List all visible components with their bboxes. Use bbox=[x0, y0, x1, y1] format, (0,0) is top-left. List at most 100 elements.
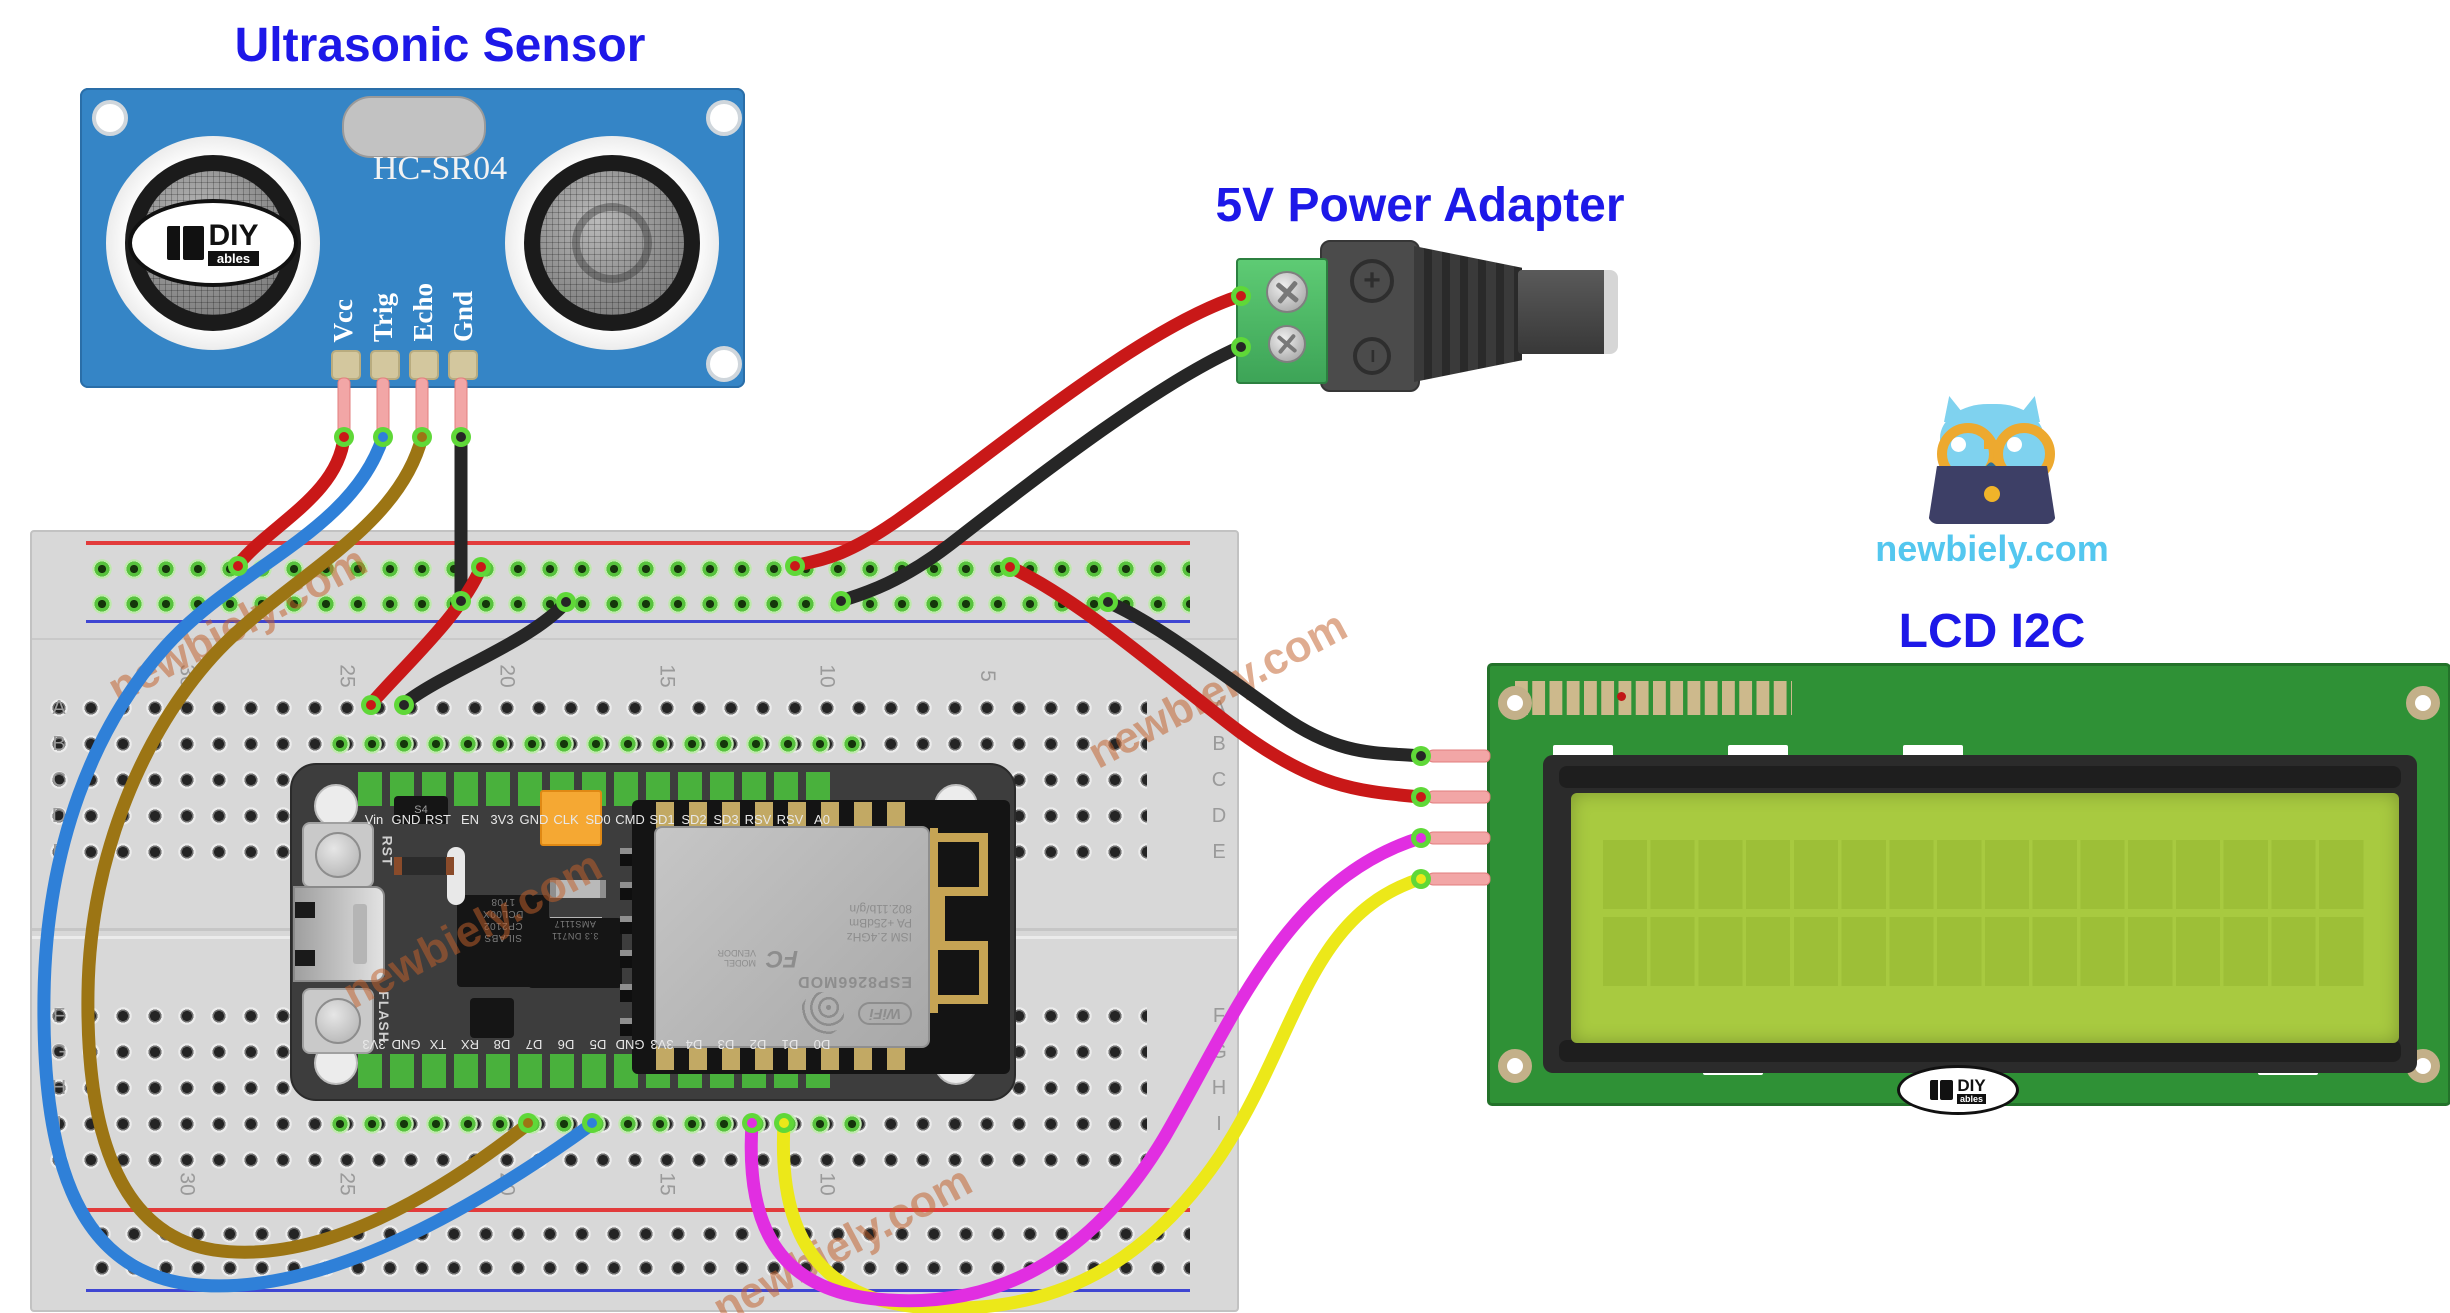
dot bbox=[451, 427, 471, 447]
lcd-screen bbox=[1571, 793, 2399, 1043]
chip-line: 3.3 DN711 bbox=[551, 931, 599, 941]
row-letter: E bbox=[1212, 841, 1226, 863]
column-number: 10 bbox=[815, 664, 839, 688]
row-letter: B bbox=[52, 733, 66, 755]
pin-label: SD1 bbox=[649, 812, 675, 827]
pin-label: CMD bbox=[615, 812, 645, 827]
pin-label: GND bbox=[615, 1037, 645, 1052]
castellated-pads-top bbox=[656, 802, 916, 828]
row-letter: A bbox=[52, 697, 66, 719]
lcd-bezel bbox=[1543, 755, 2417, 1073]
wifi-logo: WiFi bbox=[858, 1002, 912, 1026]
lcd-header-pads bbox=[1515, 681, 1792, 715]
crystal-oscillator bbox=[342, 96, 486, 158]
lcd-char-grid bbox=[1603, 840, 2367, 986]
dot bbox=[1411, 869, 1431, 889]
transducer-right bbox=[505, 136, 719, 350]
diyables-logo-lcd: DIY ables bbox=[1897, 1065, 2019, 1115]
row-letter: I bbox=[1216, 1113, 1222, 1135]
row-letter: I bbox=[56, 1113, 62, 1135]
strain-relief-ribs bbox=[1414, 246, 1522, 382]
pin-label: D0 bbox=[813, 1037, 831, 1052]
usb-pin bbox=[295, 950, 315, 966]
pin-label: GND bbox=[519, 812, 549, 827]
sensor-pin-pad bbox=[370, 350, 400, 380]
column-number: 10 bbox=[815, 1172, 839, 1196]
diyables-glyph bbox=[167, 226, 205, 260]
dot bbox=[373, 427, 393, 447]
pin-label: RSV bbox=[744, 812, 772, 827]
pin-label: D7 bbox=[525, 1037, 543, 1052]
row-letter: F bbox=[1212, 1005, 1226, 1027]
dot bbox=[412, 427, 432, 447]
dot bbox=[1411, 787, 1431, 807]
transistor-j3y bbox=[470, 998, 514, 1038]
reset-button-cap bbox=[315, 832, 361, 878]
rail-line-blue-bottom bbox=[86, 1289, 1190, 1292]
terminal-screw-minus bbox=[1268, 325, 1306, 363]
pin-label: RX bbox=[460, 1037, 480, 1052]
dot bbox=[1411, 746, 1431, 766]
esp-print: WiFi ESP8266MOD FC MODEL VENDOR ISM 2.4G… bbox=[662, 832, 918, 1038]
pin-leg bbox=[1427, 790, 1491, 804]
lcd-mount-hole bbox=[1498, 1049, 1532, 1083]
terminal-screw-plus bbox=[1266, 271, 1308, 313]
ultrasonic-title: Ultrasonic Sensor bbox=[234, 19, 646, 72]
pin-label: D5 bbox=[589, 1037, 607, 1052]
pin-label: EN bbox=[460, 812, 480, 827]
owl-eye-right bbox=[2007, 437, 2022, 452]
hole-row-a bbox=[43, 697, 1147, 719]
esp12-module-pcb: WiFi ESP8266MOD FC MODEL VENDOR ISM 2.4G… bbox=[632, 800, 1010, 1074]
hole-row-b-connected bbox=[324, 733, 868, 755]
diyables-glyph bbox=[1930, 1080, 1954, 1100]
row-letter: H bbox=[51, 1077, 67, 1099]
pin-label: CLK bbox=[553, 812, 579, 827]
row-letter: D bbox=[1211, 805, 1227, 827]
pin-label: D3 bbox=[717, 1037, 735, 1052]
pin-leg bbox=[1427, 872, 1491, 886]
pin-label: D2 bbox=[749, 1037, 767, 1052]
esp-ism: ISM 2.4GHz bbox=[846, 930, 912, 944]
glyph-bar bbox=[1930, 1080, 1939, 1100]
lcd-mount-hole bbox=[1498, 686, 1532, 720]
row-letter: H bbox=[1211, 1077, 1227, 1099]
rail-line-red-top bbox=[86, 541, 1190, 545]
sensor-pin-pad bbox=[331, 350, 361, 380]
pin-label: GND bbox=[391, 812, 421, 827]
pin-label: SD3 bbox=[713, 812, 739, 827]
pin-leg bbox=[1427, 749, 1491, 763]
esp-shield: WiFi ESP8266MOD FC MODEL VENDOR ISM 2.4G… bbox=[654, 826, 930, 1048]
row-letter: C bbox=[51, 769, 67, 791]
pin-label: A0 bbox=[814, 812, 830, 827]
owl-eye-left bbox=[1951, 437, 1966, 452]
row-letter: E bbox=[52, 841, 66, 863]
pin-label: RSV bbox=[776, 812, 804, 827]
esp-pa: PA +25dBm bbox=[849, 916, 912, 930]
sensor-pin-pad bbox=[448, 350, 478, 380]
glyph-block bbox=[183, 226, 205, 260]
pin-label: Vin bbox=[364, 812, 384, 827]
row-letter: G bbox=[51, 1041, 67, 1063]
power-adapter-title: 5V Power Adapter bbox=[1215, 179, 1625, 232]
pin-label: D4 bbox=[685, 1037, 703, 1052]
dot bbox=[1411, 828, 1431, 848]
usb-pin bbox=[295, 902, 315, 918]
ams1117-regulator: 3.3 DN711 AMS1117 bbox=[528, 918, 622, 988]
diy-text: DIY bbox=[1957, 1075, 1986, 1095]
ams1117-text: 3.3 DN711 AMS1117 bbox=[528, 918, 622, 958]
reset-button bbox=[302, 822, 374, 888]
column-number: 25 bbox=[335, 1172, 359, 1196]
pin-label: SD0 bbox=[585, 812, 611, 827]
pin-label: SD2 bbox=[681, 812, 707, 827]
sensor-mount-hole bbox=[706, 100, 742, 136]
smd-resistor bbox=[394, 857, 454, 875]
column-number: 20 bbox=[495, 1172, 519, 1196]
pin-label: 3V3 bbox=[490, 812, 514, 827]
sensor-pin-label: Gnd bbox=[447, 290, 478, 342]
